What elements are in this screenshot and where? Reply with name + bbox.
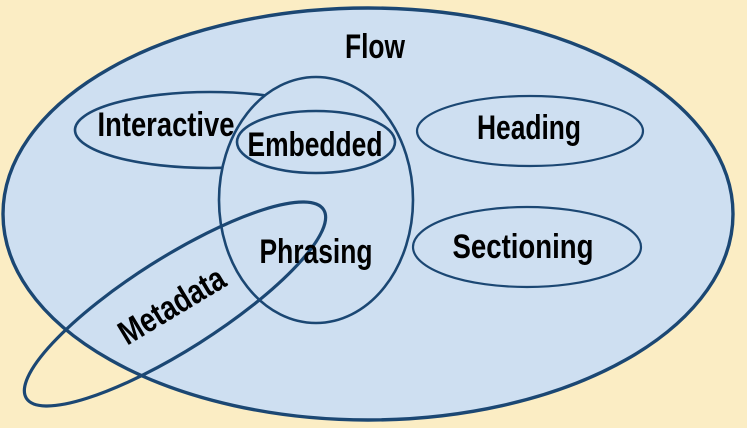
sectioning-label: Sectioning (453, 228, 594, 266)
embedded-label: Embedded (248, 126, 383, 164)
phrasing-label: Phrasing (260, 233, 373, 271)
sectioning-set-ellipse (411, 205, 643, 289)
heading-set-ellipse (415, 94, 645, 168)
metadata-set-ellipse (22, 200, 328, 408)
interactive-label: Interactive (98, 106, 235, 144)
embedded-set-ellipse (235, 109, 397, 175)
flow-label: Flow (345, 28, 405, 66)
heading-label: Heading (477, 109, 581, 147)
